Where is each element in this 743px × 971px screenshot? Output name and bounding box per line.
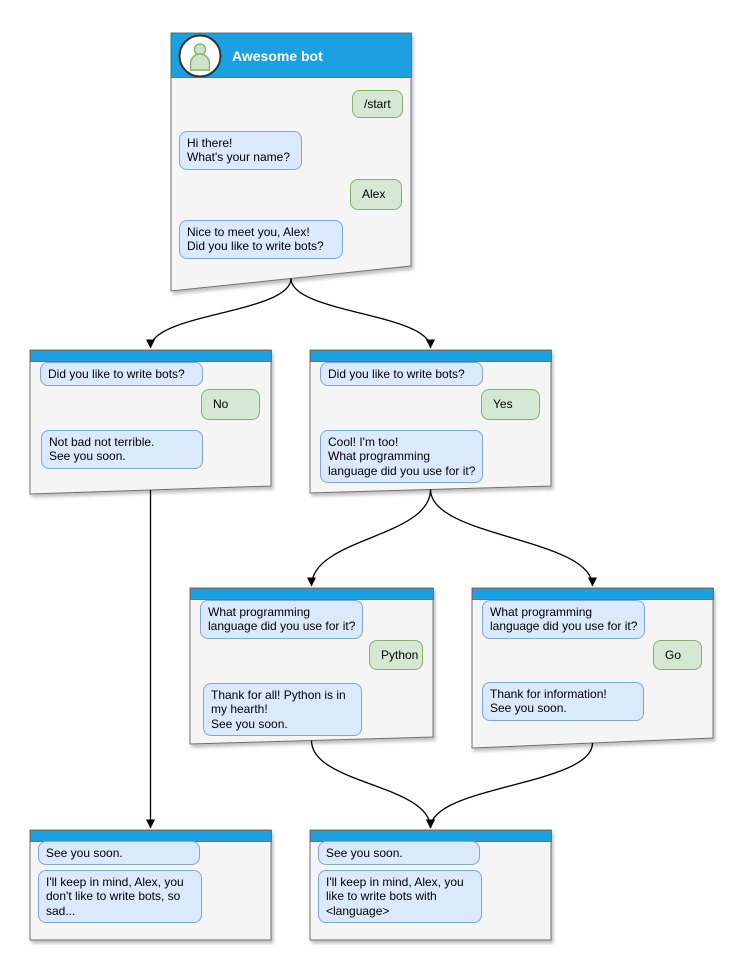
connector-branch-yes-to-lang-go [429, 489, 597, 587]
message-bubble-bot: Did you like to write bots? [320, 362, 483, 387]
message-bubble-bot: I'll keep in mind, Alex, you don't like … [38, 870, 202, 924]
message-bubble-user: Python [369, 640, 423, 670]
message-bubble-bot: See you soon. [38, 841, 200, 866]
message-bubble-bot: Hi there! What's your name? [179, 131, 302, 170]
connector-branch-yes-to-lang-python [307, 489, 432, 587]
message-bubble-bot: What programming language did you use fo… [482, 600, 645, 639]
message-bubble-bot: See you soon. [318, 841, 480, 866]
window-header-lang-go [472, 588, 714, 600]
message-bubble-user: /start [352, 90, 403, 118]
message-bubble-bot: Thank for all! Python is in my hearth! S… [203, 683, 362, 737]
message-bubble-bot: Cool! I'm too! What programming language… [320, 430, 483, 484]
message-bubble-user: No [201, 389, 260, 420]
message-bubble-bot: What programming language did you use fo… [200, 600, 363, 639]
connector-main-to-branch-no [146, 278, 292, 349]
window-title: Awesome bot [232, 48, 323, 64]
message-bubble-bot: Nice to meet you, Alex! Did you like to … [179, 220, 343, 259]
message-bubble-bot: Thank for information! See you soon. [482, 682, 644, 721]
window-header-branch-no [30, 350, 272, 362]
person-icon [178, 34, 222, 78]
message-bubble-bot: Not bad not terrible. See you soon. [41, 430, 203, 469]
window-header-lang-python [190, 588, 434, 600]
message-bubble-user: Go [653, 640, 702, 670]
message-bubble-bot: I'll keep in mind, Alex, you like to wri… [318, 870, 482, 924]
connector-main-to-branch-yes [290, 278, 435, 349]
connector-lang-python-to-end-yes [310, 740, 435, 829]
message-bubble-bot: Did you like to write bots? [40, 362, 203, 387]
message-bubble-user: Yes [481, 389, 540, 420]
window-header-branch-yes [310, 350, 552, 362]
message-bubble-user: Alex [350, 179, 402, 210]
connector-lang-go-to-end-yes [426, 742, 594, 829]
